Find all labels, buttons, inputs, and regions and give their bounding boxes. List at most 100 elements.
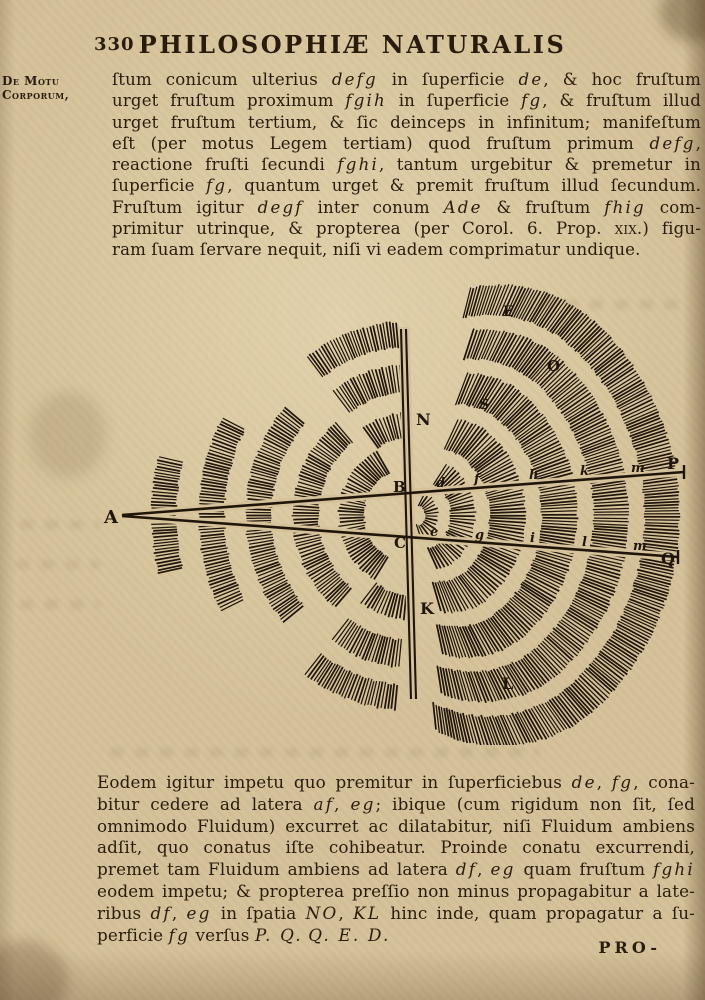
- text-segment: ,: [334, 793, 351, 814]
- italic-variable: KL: [353, 902, 382, 923]
- text-segment: bitur cedere ad latera: [97, 793, 314, 814]
- figure-label-N: N: [416, 410, 431, 429]
- text-segment: premet tam Fluidum ambiens ad latera: [97, 859, 456, 880]
- italic-variable: degf: [257, 197, 304, 217]
- text-line: urget fruſtum proximum fgih in ſuperfici…: [112, 90, 701, 111]
- hatched-wave-band: [150, 456, 184, 557]
- hatched-wave-band: [331, 618, 403, 667]
- italic-variable: fhig: [604, 197, 646, 217]
- axis-lines: [121, 328, 686, 700]
- hatched-wave-band: [360, 582, 391, 614]
- text-segment: urget fruſtum proximum: [112, 91, 346, 111]
- lower-lateral-bands: [304, 582, 407, 711]
- running-title: PHILOSOPHIÆ NATURALIS: [138, 30, 567, 59]
- figure-label-f: f: [473, 472, 482, 487]
- italic-variable: Ade: [443, 197, 483, 217]
- text-segment: , tantum urgebitur & premetur in: [378, 155, 701, 175]
- text-line: ram ſuam ſervare nequit, niſi vi eadem c…: [112, 239, 701, 260]
- figure-line: [398, 326, 420, 702]
- text-segment: ,: [695, 133, 701, 153]
- text-segment: in ſpatia: [211, 902, 306, 923]
- italic-variable: defg: [331, 70, 378, 89]
- line-A-to-Q: [121, 514, 679, 559]
- text-segment: ribus: [97, 902, 151, 923]
- page-header: 330 PHILOSOPHIÆ NATURALIS: [0, 30, 705, 64]
- text-segment: & fruſtum: [482, 197, 605, 217]
- hatched-wave-band: [306, 655, 399, 711]
- text-line: premet tam Fluidum ambiens ad latera df,…: [97, 859, 695, 881]
- text-segment: ,: [338, 902, 354, 923]
- italic-variable: de: [571, 772, 597, 792]
- italic-variable: eg: [186, 902, 212, 923]
- hatched-wave-band: [447, 329, 629, 702]
- text-line: ſuperficie fg, quantum urget & premit fr…: [112, 175, 701, 196]
- text-segment: omnimodo Fluidum) excurret ac dilatabitu…: [97, 815, 695, 836]
- hatched-wave-band: [245, 412, 303, 620]
- italic-variable: fg: [206, 176, 228, 196]
- hatched-wave-band: [419, 495, 439, 536]
- text-line: perficie fg verſus P. Q. Q. E. D.: [97, 925, 695, 947]
- text-line: Eodem igitur impetu quo premitur in ſupe…: [97, 772, 695, 794]
- text-segment: inter conum: [303, 197, 444, 217]
- figure-label-E: E: [503, 304, 514, 320]
- hatched-wave-band: [435, 373, 579, 658]
- text-segment: , quantum urget & premit fruſtum illud ſ…: [227, 176, 702, 196]
- showthrough-text-ghost: [20, 520, 100, 529]
- text-line: eodem impetu; & propterea preſſio non mi…: [97, 881, 695, 903]
- italic-variable: fg: [521, 91, 543, 111]
- text-line: ribus df, eg in ſpatia NO, KL hinc inde,…: [97, 903, 695, 925]
- figure-label-A: A: [103, 507, 119, 528]
- italic-variable: df: [455, 859, 478, 880]
- right-wave-fan: [415, 283, 681, 745]
- hatched-wave-band: [415, 493, 439, 537]
- figure-label-B: B: [393, 478, 406, 496]
- text-line: adſit, quo conatus iſte cohibeatur. Proi…: [97, 837, 695, 859]
- hatched-wave-band: [436, 328, 630, 704]
- text-segment: ; ibique (cum rigidum non ſit, ſed: [375, 793, 696, 814]
- figure-label-O: O: [547, 357, 560, 375]
- hatched-wave-band: [150, 459, 183, 575]
- italic-variable: fg: [611, 772, 634, 792]
- text-line: eſt (per motus Legem tertiam) quod fruſt…: [112, 133, 701, 154]
- italic-variable: Q. E. D.: [308, 924, 391, 945]
- line-A-to-P: [121, 470, 685, 517]
- text-segment: eodem impetu; & propterea preſſio non mi…: [97, 880, 695, 901]
- text-line: bitur cedere ad latera af, eg; ibique (c…: [97, 794, 695, 816]
- text-line: ſtum conicum ulterius defg in ſuperficie…: [112, 69, 701, 90]
- margin-note-line2: Corporum,: [2, 88, 70, 102]
- showthrough-text-ghost: [16, 560, 100, 569]
- text-line: omnimodo Fluidum) excurret ac dilatabitu…: [97, 816, 695, 838]
- hatched-wave-band: [308, 321, 400, 376]
- figure-label-P: P: [667, 454, 679, 473]
- italic-variable: fghi: [653, 859, 695, 880]
- hatched-wave-band: [441, 372, 578, 659]
- hatched-wave-band: [378, 412, 405, 443]
- text-segment: ,: [171, 902, 187, 923]
- text-segment: perficie: [97, 924, 169, 945]
- italic-variable: fg: [168, 924, 191, 945]
- text-segment: Eodem igitur impetu quo premitur in ſupe…: [97, 772, 572, 792]
- figure-label-K: K: [420, 599, 435, 618]
- margin-note: De Motu Corporum,: [2, 74, 94, 102]
- hatched-wave-band: [306, 322, 388, 378]
- italic-variable: eg: [350, 793, 376, 814]
- text-segment: quam fruſtum: [515, 859, 654, 880]
- italic-variable: de: [518, 70, 544, 89]
- figure-label-S: S: [479, 397, 489, 413]
- text-segment: ,: [477, 859, 491, 880]
- text-segment: hinc inde, quam propagatur a ſu-: [381, 902, 695, 923]
- showthrough-text-ghost: [20, 600, 100, 609]
- figure-label-k: k: [580, 464, 589, 479]
- paragraph-2: Eodem igitur impetu quo premitur in ſupe…: [97, 772, 695, 946]
- page-number: 330: [94, 34, 135, 55]
- text-segment: , & hoc fruſtum: [543, 70, 701, 89]
- text-line: primitur utrinque, & propterea (per Coro…: [112, 218, 701, 239]
- italic-variable: fgih: [345, 91, 387, 111]
- hatched-wave-band: [244, 406, 305, 623]
- figure-label-m: m: [633, 539, 647, 554]
- hatched-wave-band: [304, 653, 387, 709]
- vertical-line-NK: [399, 328, 413, 700]
- text-segment: , & fruſtum illud: [542, 91, 701, 111]
